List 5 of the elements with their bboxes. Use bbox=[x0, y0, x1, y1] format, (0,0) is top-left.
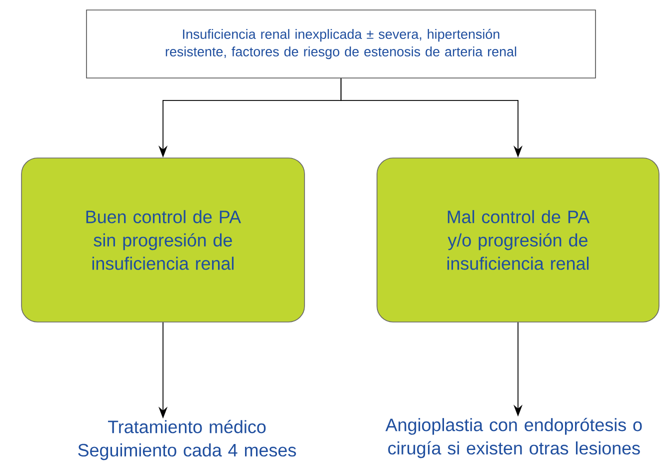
decision-box: Mal control de PA y/o progresión de insuficiencia renal bbox=[376, 158, 660, 322]
outcome-text: Angioplastia con endoprótesis o cirugía si existen otras lesiones bbox=[385, 418, 642, 458]
outcome-text: Tratamiento médico Seguimiento cada 4 meses bbox=[78, 420, 296, 460]
condition-box: Insuficiencia renal inexplicada ± severa, hipertensión resistente, factores de riesgo de estenosis de arteria renal bbox=[86, 10, 596, 78]
decision-box: Buen control de PA sin progresión de insuficiencia renal bbox=[21, 158, 305, 322]
